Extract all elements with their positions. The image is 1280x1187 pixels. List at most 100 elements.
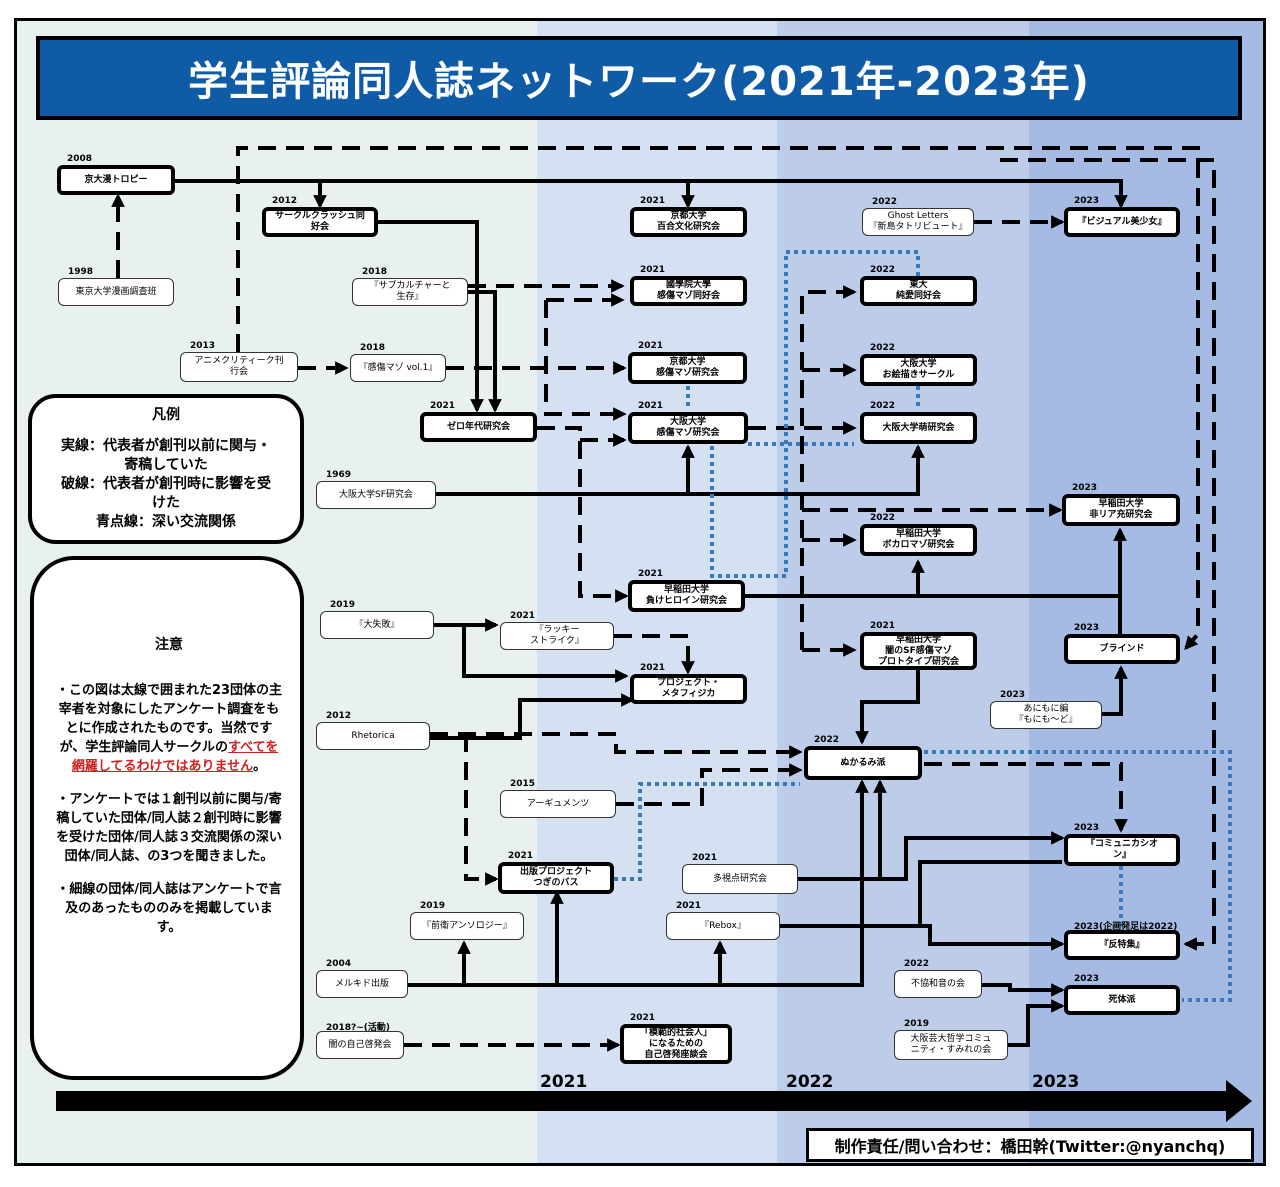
node-year: 2021 <box>692 853 718 863</box>
node-visual-bishojo: 『ビジュアル美少女』 <box>1064 207 1180 237</box>
node-zenei: 『前衛アンソロジー』 <box>410 912 524 940</box>
timeline-label-2022: 2022 <box>786 1072 834 1092</box>
note-1-tail: 。 <box>253 759 267 774</box>
node-communication: 『コミュニカシオ ン』 <box>1064 834 1180 866</box>
node-year: 2021 <box>638 569 664 579</box>
edge-fukyou-shitai <box>982 983 1065 997</box>
node-year: 2023 <box>1074 974 1100 984</box>
node-year: 2008 <box>67 154 93 164</box>
edge-nukarumi-communication <box>924 762 1128 833</box>
edge-argumentz-nukarumi <box>616 763 803 806</box>
node-year: 2018?~(活動) <box>326 1023 391 1033</box>
node-nukarumi: ぬかるみ派 <box>804 746 922 780</box>
edge-daishippai-project <box>462 625 629 683</box>
node-year: 2004 <box>326 959 352 969</box>
note-paragraph-1: ・この図は太線で囲まれた23団体の主宰者を対象にしたアンケート調査をもとに作成さ… <box>54 681 284 776</box>
edge-yamisf-nukarumi <box>855 668 920 745</box>
edge-zero-handai <box>544 300 627 421</box>
edge-anime-loop-top <box>236 146 1200 651</box>
node-project-meta: プロジェクト・ メタフィジカ <box>630 674 747 704</box>
node-anime-critique: アニメクリティーク刊 行会 <box>180 352 298 382</box>
node-year: 2021 <box>870 621 896 631</box>
node-handai-oekaki: 大阪大学 お絵描きサークル <box>860 354 977 386</box>
node-year: 2021 <box>640 196 666 206</box>
node-kyodai-kanjutsu: 京都大学 感傷マゾ研究会 <box>628 352 747 384</box>
node-year: 2022 <box>870 513 896 523</box>
node-year: 2021 <box>676 901 702 911</box>
node-argumentz: アーギュメンツ <box>500 790 616 818</box>
edge-rebox-hantokushu-2 <box>920 924 1065 951</box>
timeline-label-2021: 2021 <box>540 1072 588 1092</box>
node-kokugakuin: 國學院大學 感傷マゾ同好会 <box>630 276 747 306</box>
edge-zero-makeine <box>537 426 629 603</box>
edge-crash-zero <box>378 220 484 413</box>
node-melkido: メルキド出版 <box>316 970 408 998</box>
node-tsugi-no-bus: 出版プロジェクト つぎのバス <box>498 862 614 894</box>
edge-kyodai-manken-visual <box>688 179 1128 209</box>
notes-panel: 注意 ・この図は太線で囲まれた23団体の主宰者を対象にしたアンケート調査をもとに… <box>30 556 304 1080</box>
node-year: 2023(企画発足は2022) <box>1074 922 1178 932</box>
node-circle-crash: サークルクラッシュ同 好会 <box>262 207 378 237</box>
node-year: 2023 <box>1074 623 1100 633</box>
node-year: 2023 <box>1074 196 1100 206</box>
edge-tetsugaku-shitai <box>1008 999 1065 1047</box>
timeline-arrowhead <box>1226 1080 1252 1122</box>
notes-heading: 注意 <box>155 637 183 653</box>
legend-line: 青点線：深い交流関係 <box>96 514 236 530</box>
node-handai-moe: 大阪大学萌研究会 <box>860 412 977 444</box>
node-subcul: 『サブカルチャーと 生存』 <box>352 278 468 306</box>
dotted-handai-makeine <box>710 446 746 578</box>
node-year: 2023 <box>1074 823 1100 833</box>
legend-heading: 凡例 <box>152 407 180 423</box>
edge-melkido-nukarumi <box>720 779 869 987</box>
node-ghost-letters: Ghost Letters 『新島タトリビュート』 <box>862 208 974 236</box>
node-year: 2021 <box>640 663 666 673</box>
node-year: 2021 <box>510 611 536 621</box>
node-shitaiha: 死体派 <box>1064 985 1180 1015</box>
node-year: 2018 <box>360 343 386 353</box>
node-daishippai: 『大失敗』 <box>320 611 434 639</box>
edge-rhetorica-project <box>430 693 635 740</box>
node-waseda-vocaloid: 早稲田大学 ボカロマゾ研究会 <box>860 524 977 556</box>
node-year: 2021 <box>508 851 534 861</box>
edge-rhetorica-nukarumi <box>430 732 803 759</box>
node-year: 2023 <box>1000 690 1026 700</box>
node-year: 2012 <box>272 196 298 206</box>
node-tashiten: 多視点研究会 <box>682 864 798 894</box>
node-yami-keihatsu: 闇の自己啓発会 <box>316 1031 404 1059</box>
node-kanjutsu-vol1: 『感傷マゾ vol.1』 <box>350 354 446 382</box>
node-handai-kanjutsu: 大阪大学 感傷マゾ研究会 <box>628 412 748 444</box>
dotted-junai-makeine <box>746 250 920 578</box>
note-1-emphasis: すべてを網羅してるわけではありません <box>71 740 279 774</box>
node-year: 2015 <box>510 779 536 789</box>
dotted-bus-nukarumi <box>614 782 800 881</box>
node-year: 2019 <box>420 901 446 911</box>
note-paragraph-3: ・細線の団体/同人誌はアンケートで言及のあったもののみを掲載しています。 <box>56 882 282 935</box>
timeline-label-2023: 2023 <box>1032 1072 1080 1092</box>
node-mohanteki: 「模範的社会人」 になるための 自己啓発座談会 <box>620 1024 732 1064</box>
node-year: 2023 <box>1072 483 1098 493</box>
node-waseda-hiria: 早稲田大学 非リア充研究会 <box>1062 494 1180 526</box>
node-rebox: 『Rebox』 <box>666 912 780 940</box>
node-anemone: あにもに編 『もにも～ど』 <box>990 701 1102 729</box>
node-handai-tetsugaku: 大阪芸大哲学コミュ ニティ・すみれの会 <box>894 1030 1008 1060</box>
edge-subcul-zero <box>468 290 502 413</box>
node-todai-junai: 東大 純愛同好会 <box>860 276 977 306</box>
node-year: 1969 <box>326 470 352 480</box>
node-zero-nendai: ゼロ年代研究会 <box>420 412 537 442</box>
node-todai-manga: 東京大学漫画調査班 <box>58 278 174 306</box>
node-blind: ブラインド <box>1064 634 1180 664</box>
node-year: 2018 <box>362 267 388 277</box>
edge-rebox-hantokushu <box>780 860 1062 928</box>
credit-text: 制作責任/問い合わせ：橋田幹(Twitter:@nyanchq) <box>834 1137 1226 1156</box>
node-year: 1998 <box>68 267 94 277</box>
node-year: 2021 <box>430 401 456 411</box>
node-year: 2021 <box>638 401 664 411</box>
note-paragraph-2: ・アンケートでは１創刊以前に関与/寄稿していた団体/同人誌２創刊時に影響を受けた… <box>56 792 282 864</box>
legend-line: 実線：代表者が創刊以前に関与・ <box>61 438 271 454</box>
legend-line: 破線：代表者が創刊時に影響を受 <box>61 476 271 492</box>
edge-lucky-project <box>614 634 695 675</box>
node-year: 2021 <box>640 265 666 275</box>
node-lucky-strike: 『ラッキー ストライク』 <box>500 622 614 650</box>
